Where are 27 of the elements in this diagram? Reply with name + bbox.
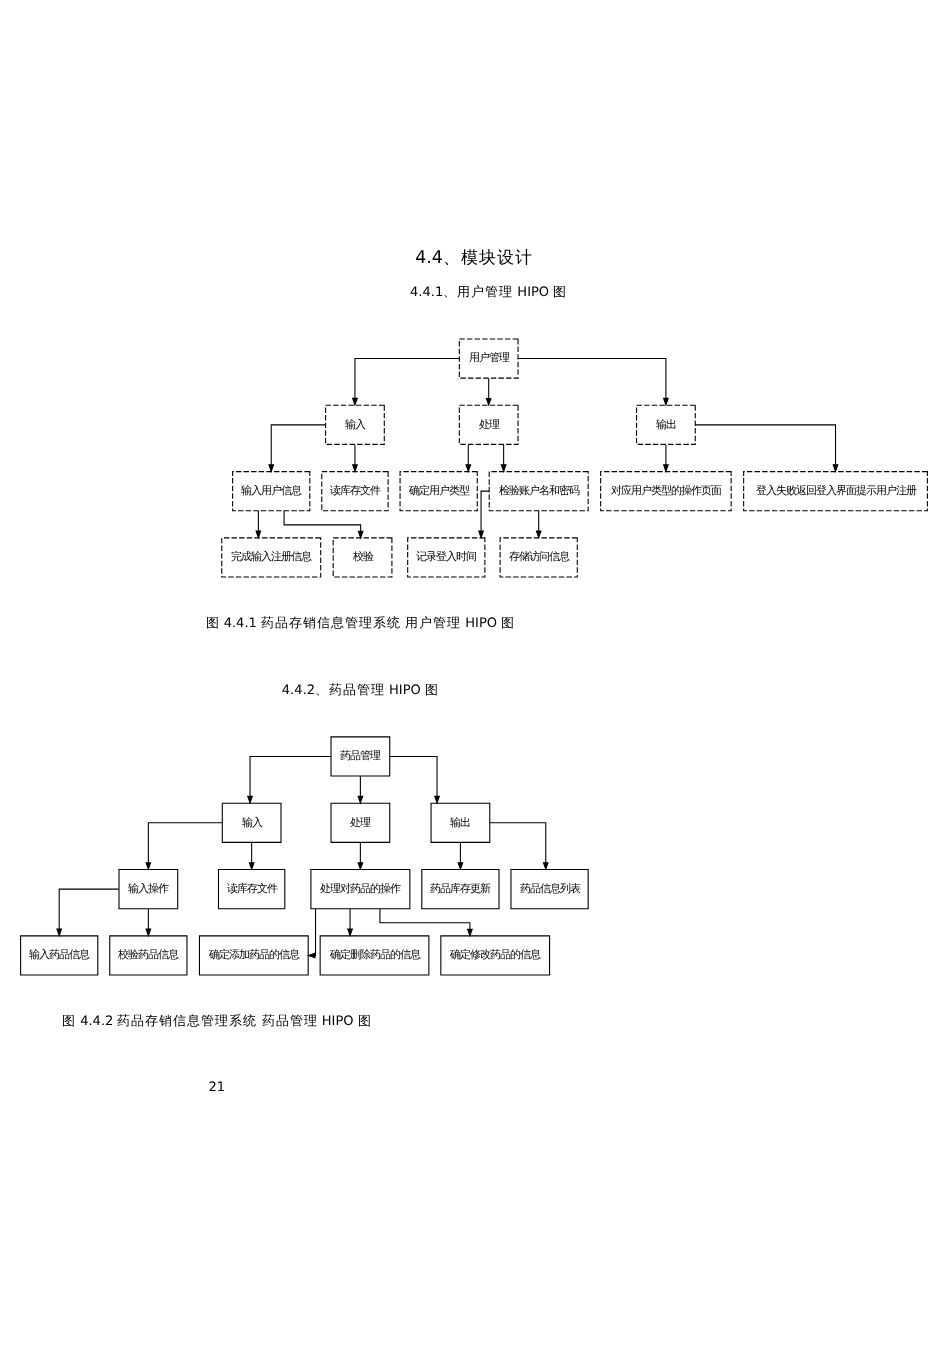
arrow [145, 821, 223, 870]
arrow [662, 443, 669, 472]
arrow [379, 907, 473, 937]
arrow [351, 356, 460, 406]
arrow [694, 423, 839, 472]
arrow [517, 356, 669, 406]
arrow [283, 509, 364, 539]
arrow [145, 907, 152, 937]
diagram-title: 4.4、模块设计 [415, 247, 533, 268]
arrow [457, 841, 464, 870]
arrow [535, 509, 542, 539]
arrow [306, 907, 317, 958]
arrow [465, 443, 472, 472]
arrow [347, 907, 354, 937]
arrow [248, 841, 255, 870]
arrow [357, 841, 364, 870]
arrow [357, 774, 364, 804]
arrow [485, 376, 492, 406]
arrow [246, 754, 332, 804]
arrow [268, 423, 326, 472]
arrow [389, 754, 441, 804]
arrow [478, 489, 490, 539]
arrow [255, 509, 262, 539]
arrow [489, 821, 549, 870]
arrow [351, 443, 358, 472]
arrow [500, 443, 507, 472]
arrow [56, 887, 120, 937]
